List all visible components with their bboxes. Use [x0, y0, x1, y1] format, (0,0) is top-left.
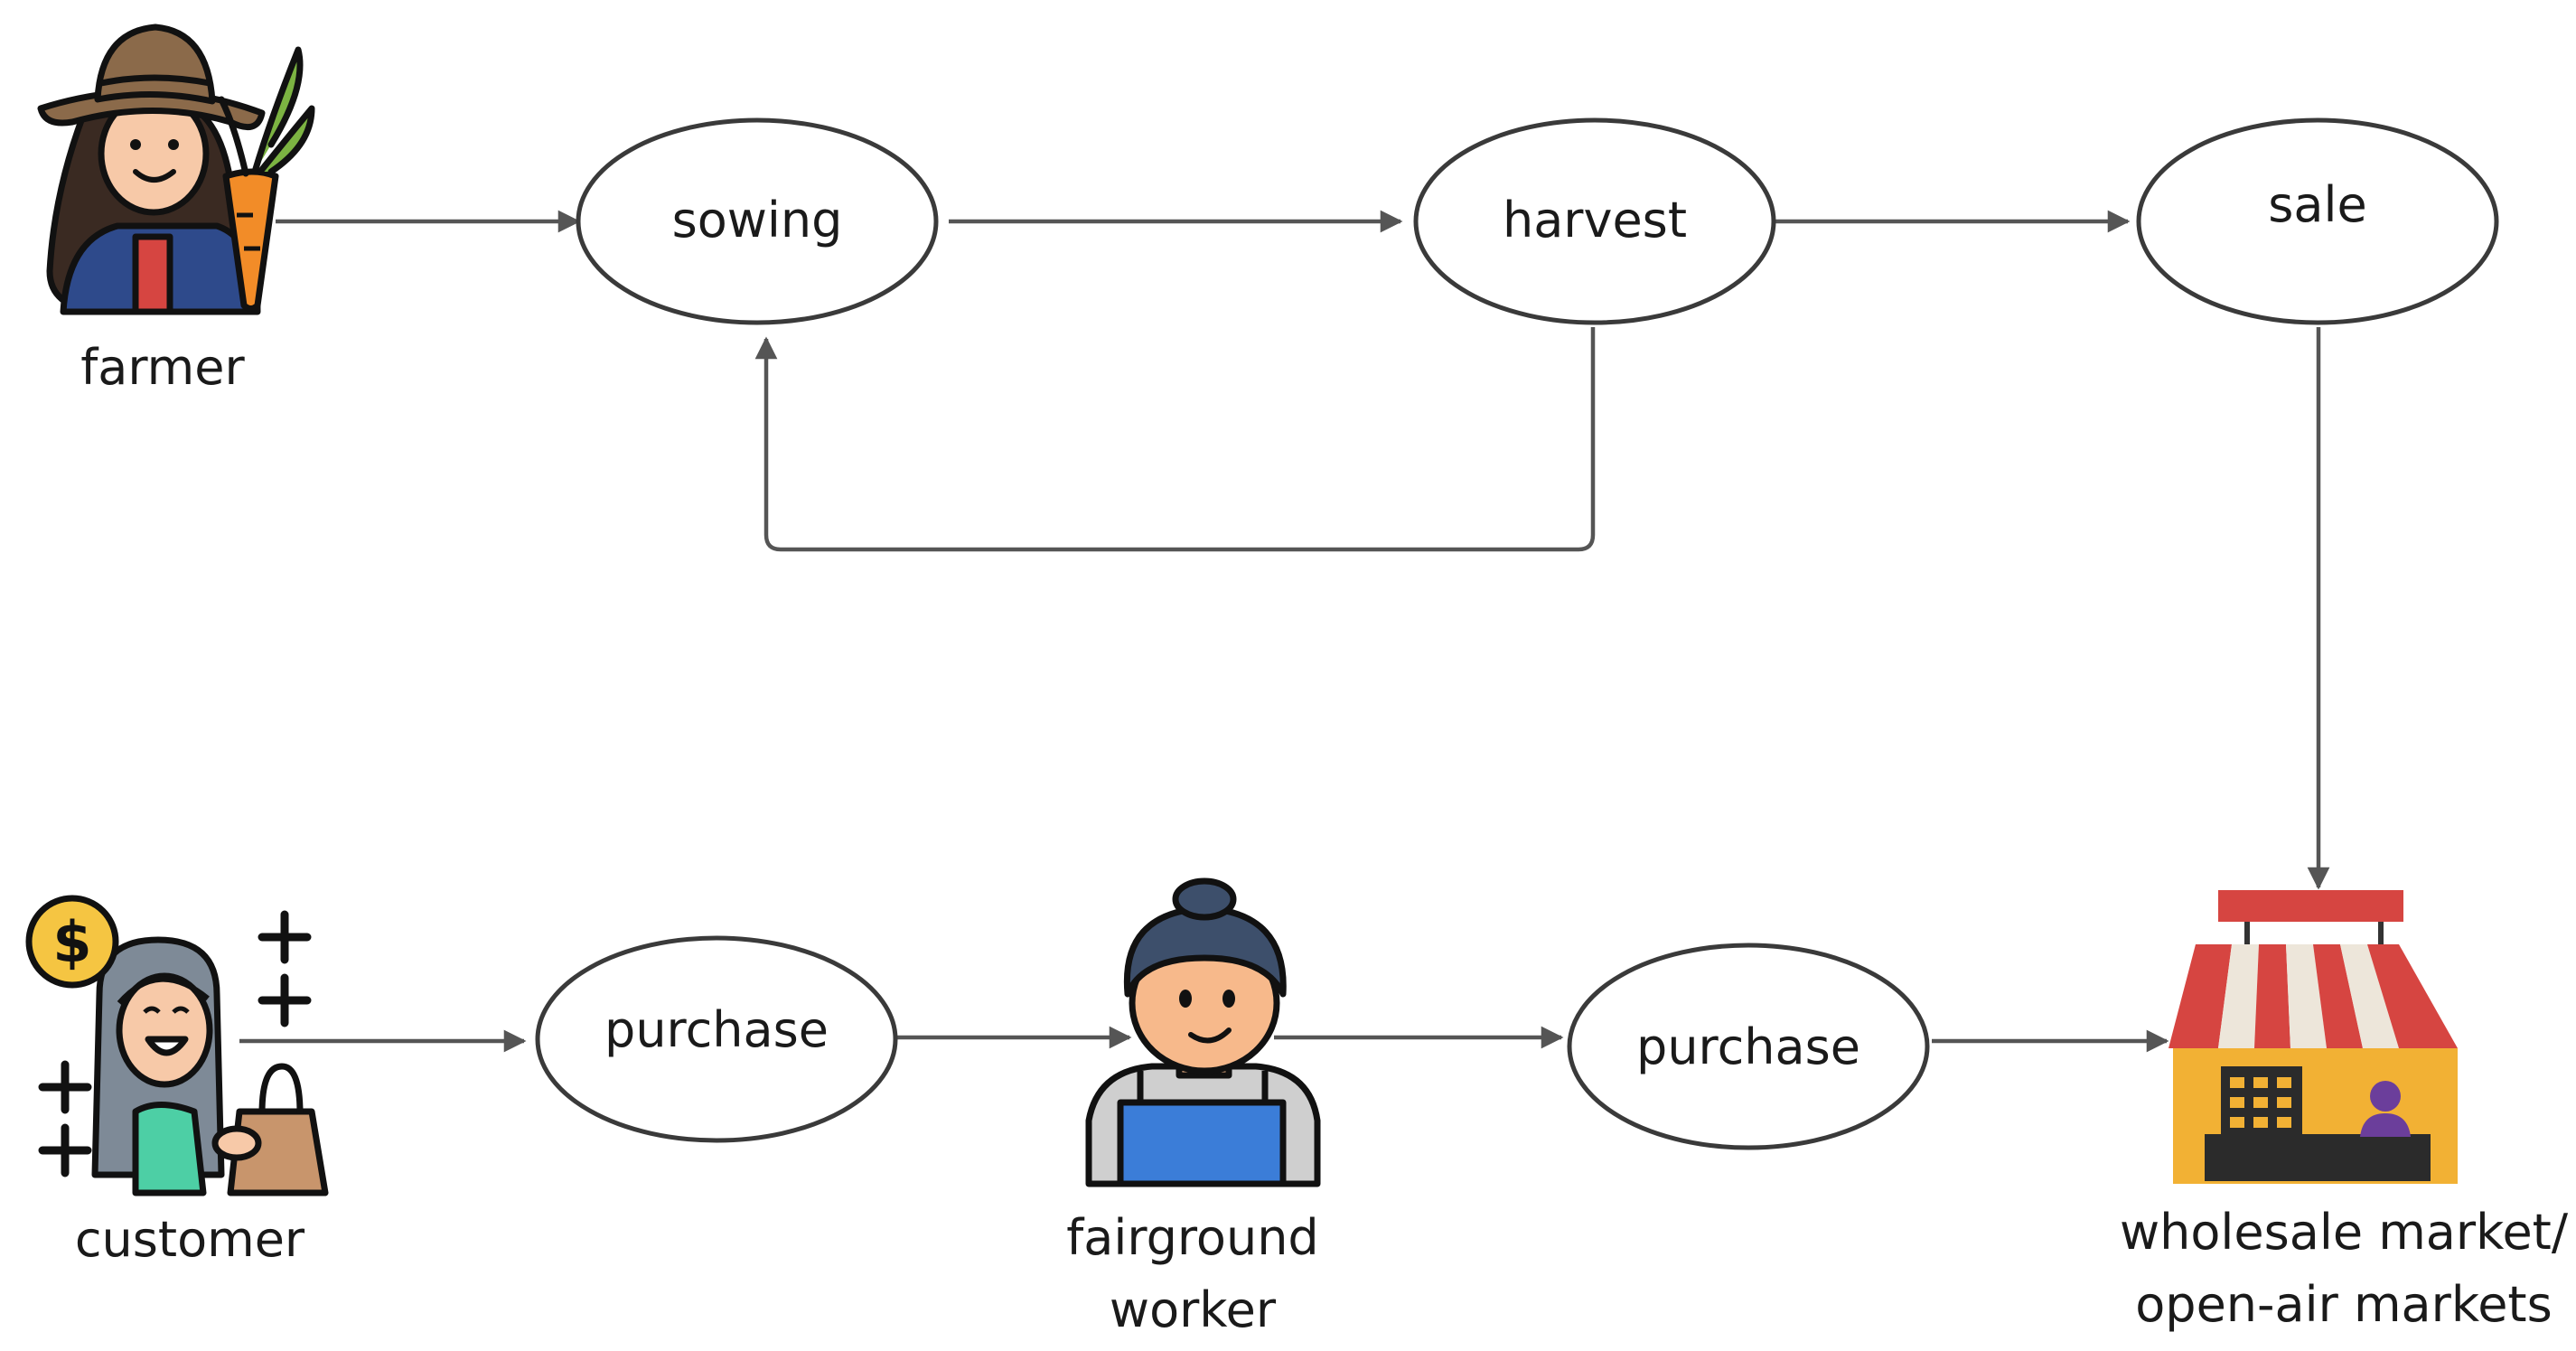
market-label-line2: open-air markets — [2135, 1276, 2552, 1333]
farmer-icon — [37, 23, 315, 315]
node-harvest: harvest — [1413, 117, 1776, 325]
node-purchase-left: purchase — [535, 935, 898, 1143]
coin-symbol: $ — [52, 909, 91, 975]
node-sowing: sowing — [576, 117, 939, 325]
customer-label: customer — [75, 1211, 305, 1268]
worker-label-line1: fairground — [1066, 1209, 1318, 1266]
node-sale: sale — [2136, 117, 2499, 325]
worker-label-line2: worker — [1110, 1281, 1277, 1338]
node-purchase-right-label: purchase — [1636, 1018, 1860, 1075]
edge-harvest-loop-to-sowing — [754, 327, 1596, 552]
market-stall-icon — [2169, 890, 2458, 1184]
node-sale-label: sale — [2268, 176, 2366, 233]
node-harvest-label: harvest — [1503, 192, 1687, 249]
market-label-line1: wholesale market/ — [2120, 1204, 2569, 1261]
node-purchase-left-label: purchase — [604, 1001, 829, 1058]
fairground-worker-icon — [1085, 877, 1321, 1187]
node-purchase-right: purchase — [1567, 943, 1930, 1150]
customer-icon: $ — [25, 895, 329, 1196]
node-sowing-label: sowing — [672, 192, 843, 249]
farmer-label: farmer — [80, 339, 245, 396]
